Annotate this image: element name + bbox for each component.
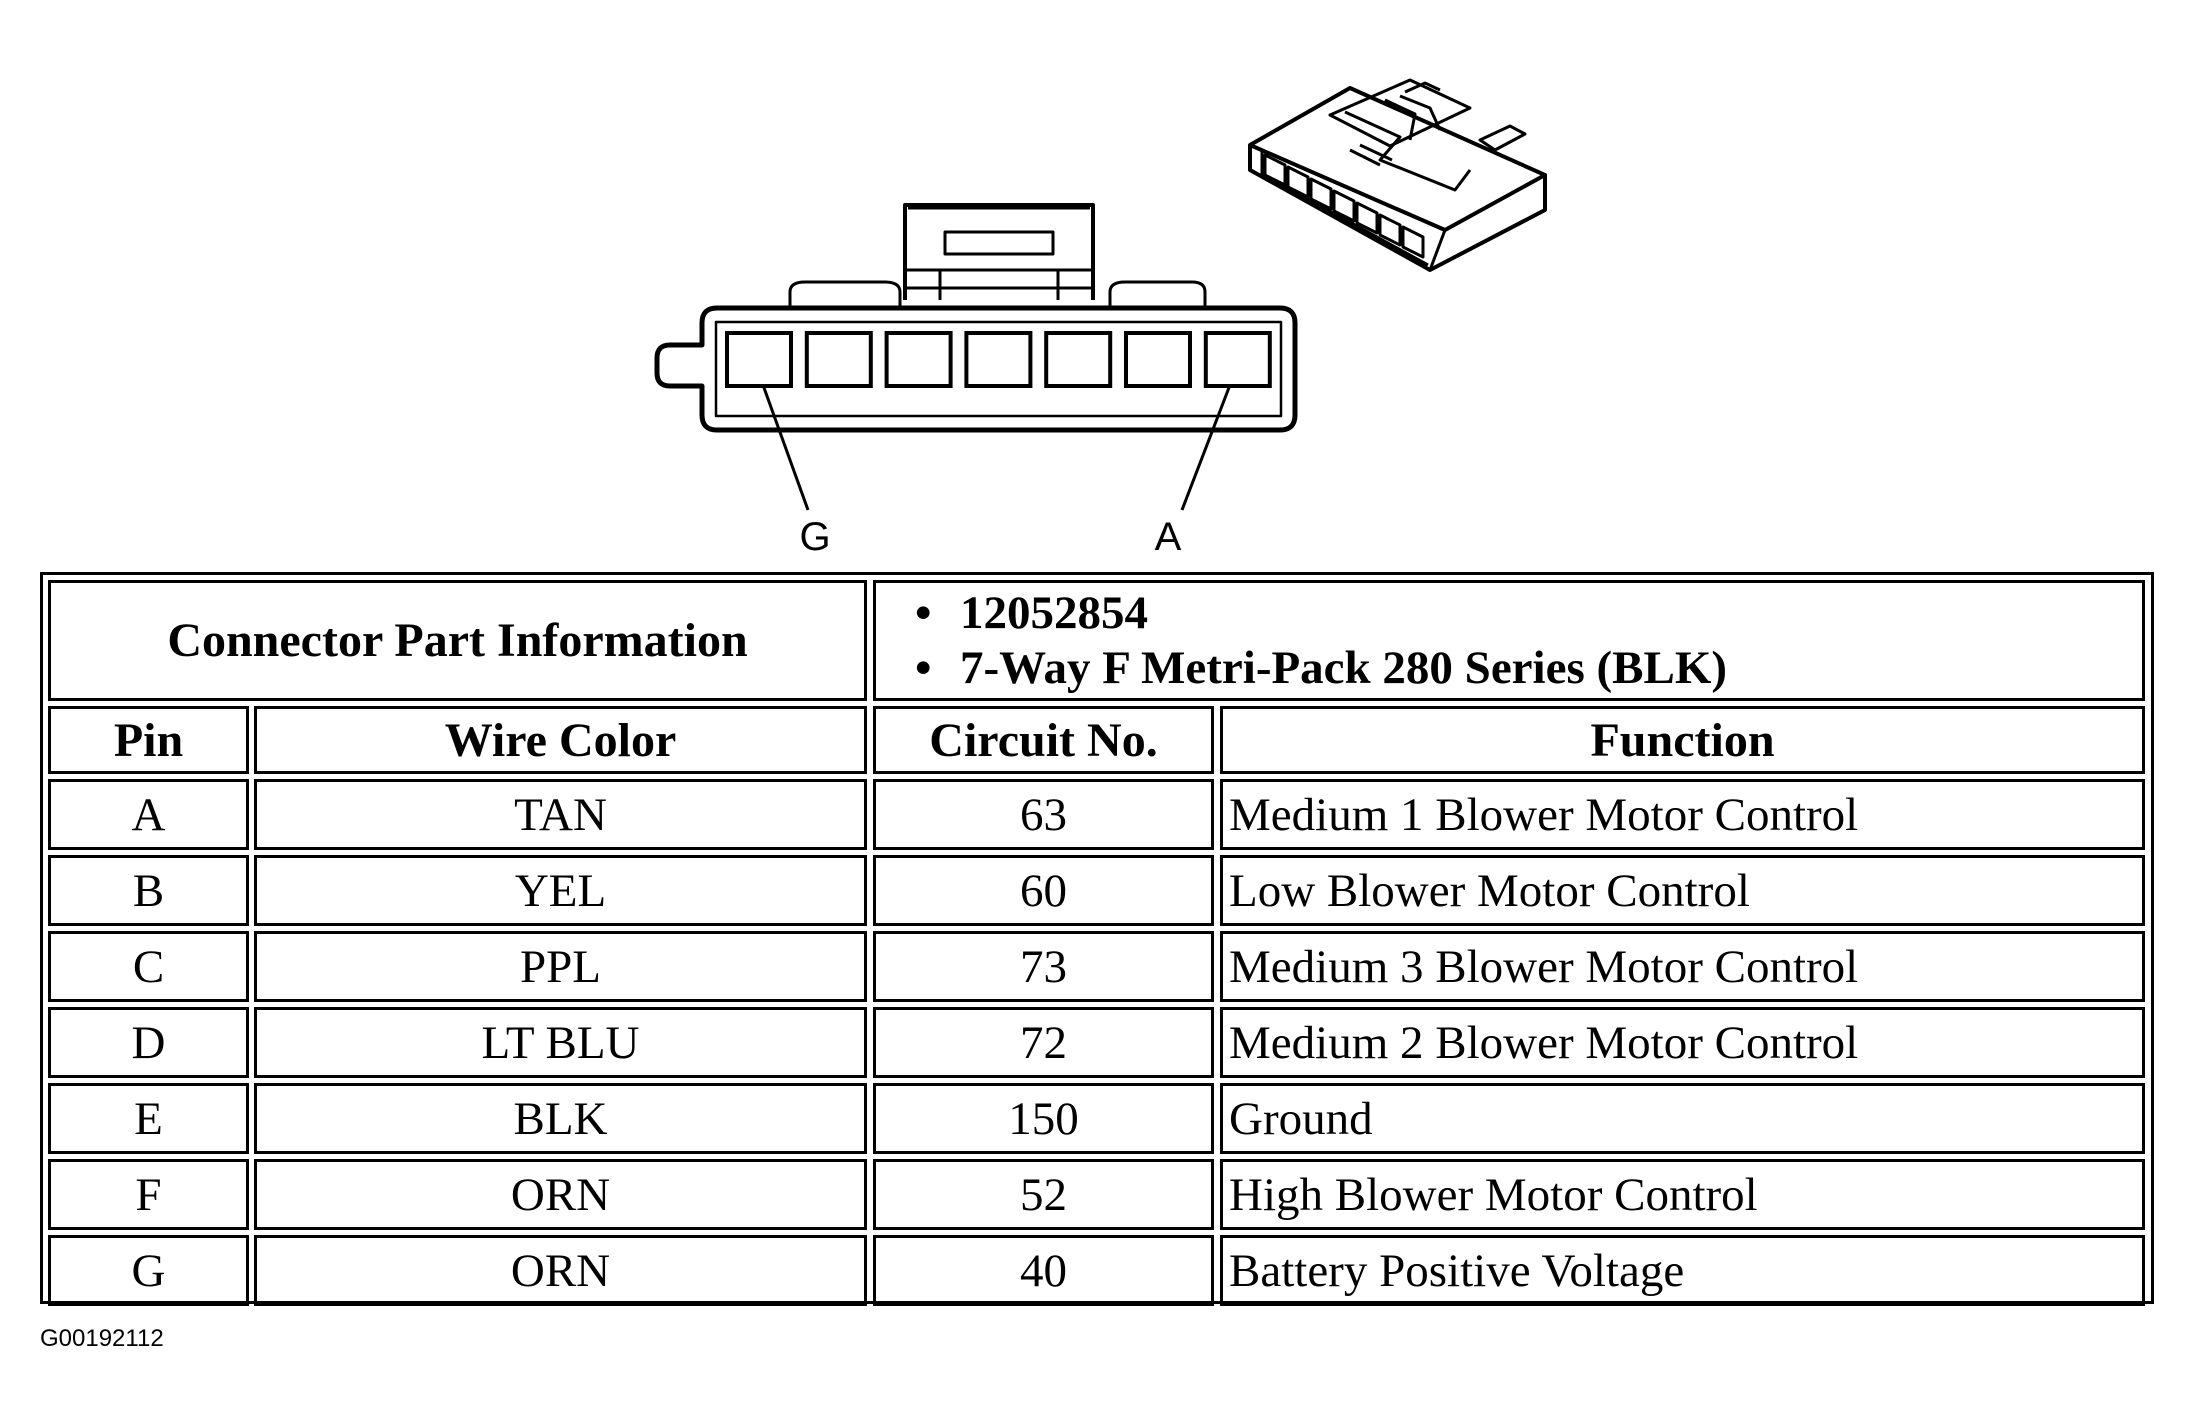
- cell-circuit: 52: [873, 1159, 1214, 1230]
- cell-function: High Blower Motor Control: [1220, 1159, 2145, 1230]
- cell-wire-color: ORN: [254, 1235, 867, 1306]
- cell-circuit: 73: [873, 931, 1214, 1002]
- cell-wire-color: LT BLU: [254, 1007, 867, 1078]
- header-pin: Pin: [48, 706, 249, 774]
- connector-cavity: [964, 331, 1033, 388]
- cell-function: Ground: [1220, 1083, 2145, 1154]
- cell-function: Medium 3 Blower Motor Control: [1220, 931, 2145, 1002]
- cell-wire-color: ORN: [254, 1159, 867, 1230]
- cell-circuit: 72: [873, 1007, 1214, 1078]
- pin-label-g: G: [799, 515, 830, 559]
- header-wire-color: Wire Color: [254, 706, 867, 774]
- cell-function: Medium 1 Blower Motor Control: [1220, 779, 2145, 850]
- cell-wire-color: YEL: [254, 855, 867, 926]
- part-info-item: 12052854: [915, 586, 1727, 641]
- part-info-cell: 120528547-Way F Metri-Pack 280 Series (B…: [873, 580, 2145, 701]
- cell-function: Low Blower Motor Control: [1220, 855, 2145, 926]
- connector-cavity: [884, 331, 953, 388]
- cell-pin: D: [48, 1007, 249, 1078]
- cell-circuit: 150: [873, 1083, 1214, 1154]
- header-function: Function: [1220, 706, 2145, 774]
- connector-cavity: [1044, 331, 1113, 388]
- cell-circuit: 63: [873, 779, 1214, 850]
- connector-cavity: [725, 331, 793, 388]
- header-circuit: Circuit No.: [873, 706, 1214, 774]
- cell-pin: G: [48, 1235, 249, 1306]
- cell-pin: A: [48, 779, 249, 850]
- connector-3d-illustration: [1248, 78, 1547, 272]
- cell-pin: C: [48, 931, 249, 1002]
- connector-latch: [903, 203, 1095, 300]
- connector-cavity: [1124, 331, 1192, 388]
- pinout-table: Connector Part Information120528547-Way …: [40, 572, 2154, 1306]
- connector-diagram: G A: [654, 78, 1547, 559]
- cell-circuit: 60: [873, 855, 1214, 926]
- cell-pin: E: [48, 1083, 249, 1154]
- connector-cavities: [725, 331, 1272, 388]
- connector-cavity: [804, 331, 873, 388]
- cell-function: Battery Positive Voltage: [1220, 1235, 2145, 1306]
- cell-pin: F: [48, 1159, 249, 1230]
- leader-line-a: [1180, 384, 1232, 511]
- cell-pin: B: [48, 855, 249, 926]
- connector-body: [654, 305, 1298, 433]
- part-info-item: 7-Way F Metri-Pack 280 Series (BLK): [915, 641, 1727, 696]
- cell-wire-color: PPL: [254, 931, 867, 1002]
- part-info-label: Connector Part Information: [48, 580, 867, 701]
- part-info-list: 120528547-Way F Metri-Pack 280 Series (B…: [882, 586, 1727, 696]
- cell-wire-color: TAN: [254, 779, 867, 850]
- leader-line-g: [761, 384, 810, 511]
- figure-id: G00192112: [40, 1325, 164, 1352]
- pin-label-a: A: [1155, 515, 1182, 559]
- cell-function: Medium 2 Blower Motor Control: [1220, 1007, 2145, 1078]
- cell-circuit: 40: [873, 1235, 1214, 1306]
- cell-wire-color: BLK: [254, 1083, 867, 1154]
- connector-cavity: [1203, 331, 1272, 388]
